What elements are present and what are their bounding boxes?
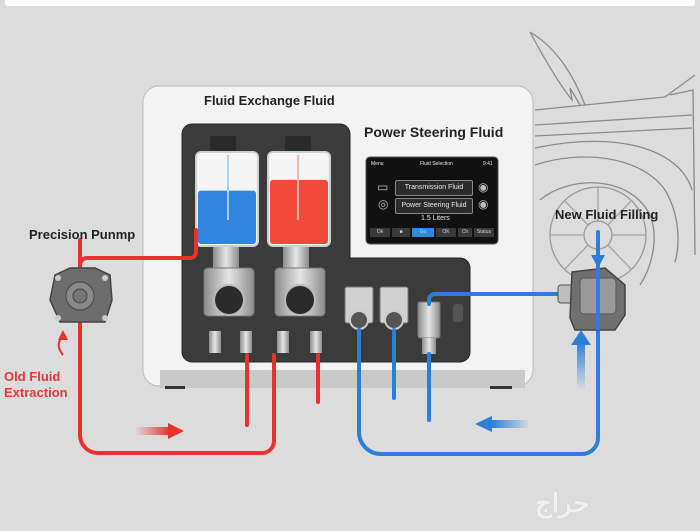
old-fluid-label-line2: Extraction — [4, 385, 68, 400]
valve-right — [274, 247, 326, 353]
reservoir-red — [267, 136, 331, 247]
car-outline — [529, 31, 696, 286]
connector-3 — [417, 301, 441, 354]
precision-pump-icon — [49, 267, 113, 323]
power-steering-fluid-button[interactable]: Power Steering Fluid — [395, 198, 473, 214]
screen-tab-1[interactable]: ■ — [392, 228, 410, 237]
arrow-blue-up-icon — [571, 330, 591, 390]
reservoir-blue — [195, 136, 259, 247]
power-icon[interactable]: ◉ — [478, 180, 489, 194]
volume-readout: 1.5 Liters — [421, 215, 450, 222]
screen-menu[interactable]: Menu — [371, 161, 384, 167]
power-steering-fluid-label: Power Steering Fluid — [364, 124, 504, 140]
screen-tab-2[interactable]: Go — [412, 228, 434, 237]
bottle-icon: ▭ — [377, 180, 389, 194]
top-bar — [5, 0, 695, 6]
new-fluid-filling-label: New Fluid Filling — [555, 207, 659, 222]
machine-title: Fluid Exchange Fluid — [204, 93, 335, 108]
connector-1 — [344, 286, 374, 330]
red-fluid-lines — [78, 228, 320, 455]
watermark-logo: حراج — [535, 488, 590, 518]
arrow-red-right-icon — [135, 423, 184, 439]
blue-fluid-lines — [357, 230, 600, 456]
screen-header: Fluid Selection — [420, 161, 453, 167]
precision-pump-label: Precision Punmp — [29, 227, 136, 242]
screen-tab-4[interactable]: Ch — [458, 228, 472, 237]
connector-2 — [379, 286, 409, 330]
arrow-old-fluid-up-icon — [57, 330, 68, 356]
old-fluid-extraction-label: Old Fluid Extraction — [4, 369, 68, 401]
valve-left — [203, 247, 255, 353]
fill-pump-icon — [557, 260, 626, 331]
arrow-blue-left-icon — [475, 416, 530, 432]
screen-tab-5[interactable]: Status — [474, 228, 494, 237]
screen-tab-3[interactable]: OK — [436, 228, 456, 237]
gauge-icon: ◎ — [378, 197, 389, 211]
screen-clock: 9:41 — [483, 161, 493, 167]
arrow-blue-down-icon — [591, 255, 605, 268]
transmission-fluid-button[interactable]: Transmission Fluid — [395, 180, 473, 196]
panel-switch — [453, 304, 463, 322]
settings-icon[interactable]: ◉ — [478, 197, 489, 211]
screen-tab-0[interactable]: Ok — [370, 228, 390, 237]
old-fluid-label-line1: Old Fluid — [4, 369, 61, 384]
